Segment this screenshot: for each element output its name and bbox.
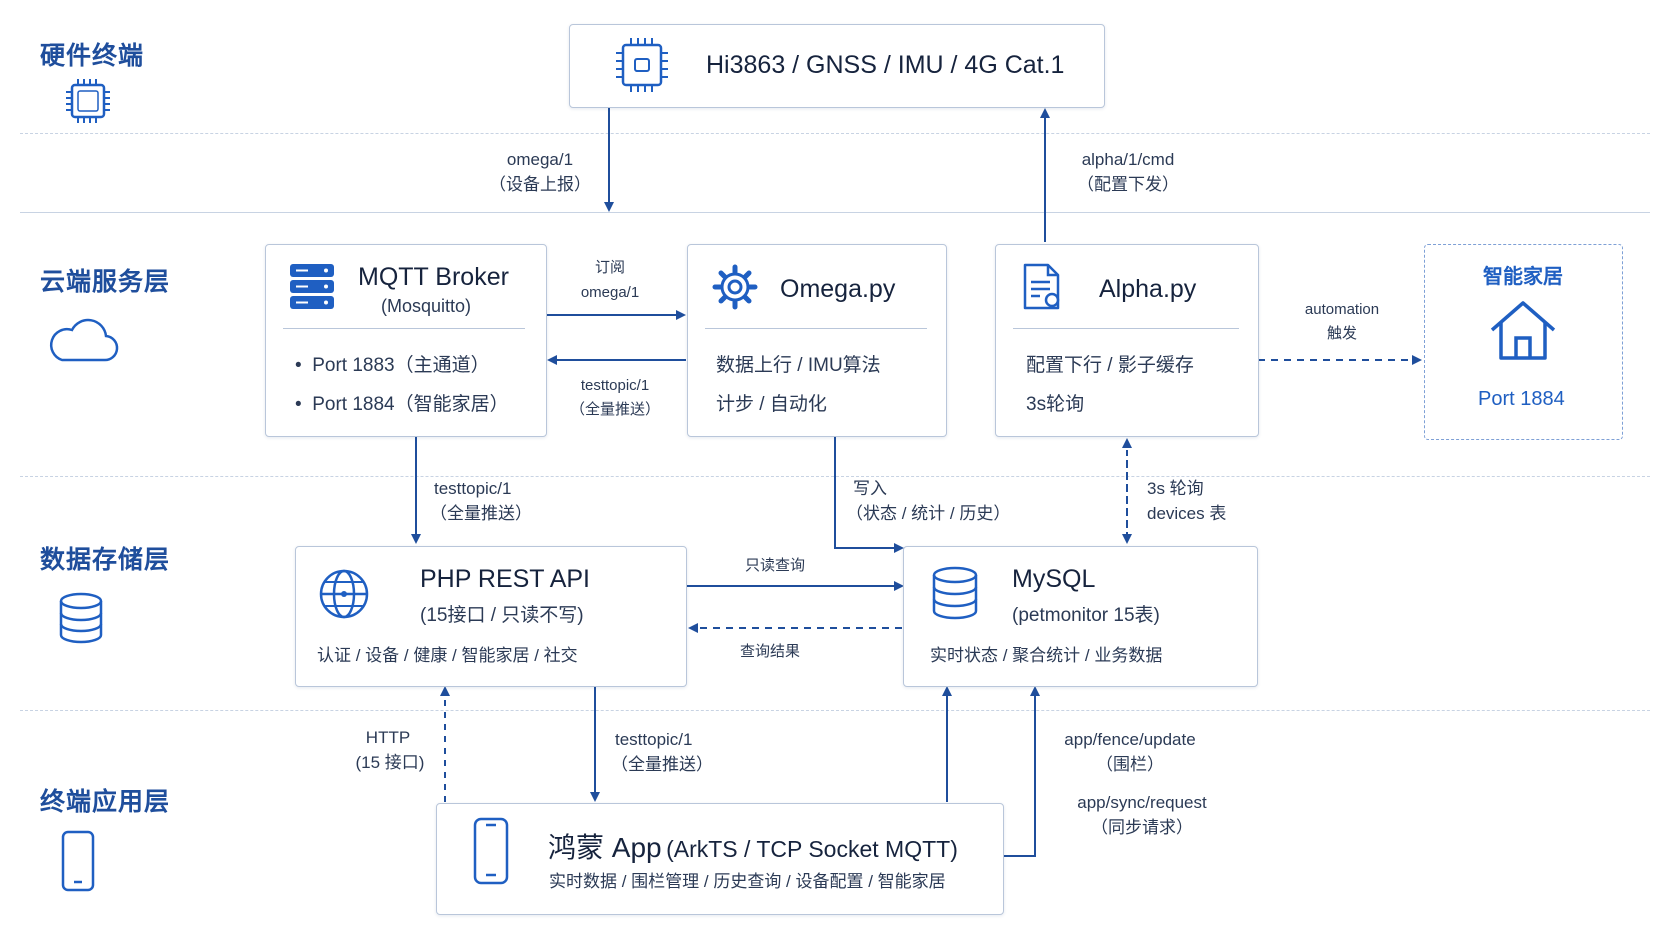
edge-label-broker-php-desc: （全量推送） [430,504,532,523]
omega-line-2: 计步 / 自动化 [716,394,827,415]
edge-label-fence: app/fence/update [1064,730,1196,749]
gear-icon [712,264,758,310]
php-api-box [295,546,687,687]
edge-label-http: HTTP [365,728,411,747]
edge-label-alpha-topic: alpha/1/cmd [1081,150,1175,169]
layer-title-storage: 数据存储层 [40,546,171,574]
smart-home-title: 智能家居 [1483,266,1563,288]
phone-icon [473,817,509,885]
house-icon [1490,301,1556,360]
edge-label-poll: 3s 轮询 [1147,479,1204,498]
phone-icon [61,830,95,892]
edge-label-sync-desc: （同步请求） [1091,818,1193,837]
mysql-title: MySQL [1012,565,1096,593]
mysql-features: 实时状态 / 聚合统计 / 业务数据 [930,646,1163,665]
document-gear-icon [1023,263,1060,310]
edge-label-broker-php-topic: testtopic/1 [434,479,512,498]
alpha-box [995,244,1259,437]
alpha-line-2: 3s轮询 [1026,394,1085,415]
separator-storage-bottom [20,710,1650,711]
separator-hardware [20,133,1650,134]
harmony-app-box [436,803,1004,915]
edge-label-automation: automation [1304,301,1380,318]
mqtt-port-1884-label: Port 1884（智能家居） [312,394,509,415]
smart-home-port: Port 1884 [1478,388,1565,410]
edge-label-php-app-desc: （全量推送） [611,755,713,774]
database-icon [59,592,103,644]
edge-label-php-app-topic: testtopic/1 [615,730,693,749]
app-features: 实时数据 / 围栏管理 / 历史查询 / 设备配置 / 智能家居 [549,872,946,891]
php-features: 认证 / 设备 / 健康 / 智能家居 / 社交 [317,646,578,665]
app-title-cn: 鸿蒙 App [548,832,662,863]
globe-icon [319,569,369,619]
edge-label-subscribe: 订阅 [594,259,625,276]
edge-label-http-desc: (15 接口) [355,753,425,772]
separator-cloud-top [20,212,1650,213]
omega-line-1: 数据上行 / IMU算法 [716,355,881,376]
cloud-icon [49,318,119,362]
mqtt-port-1883: • Port 1883（主通道） [295,355,490,376]
edge-label-poll-table: devices 表 [1147,504,1227,523]
mysql-subtitle: (petmonitor 15表) [1012,605,1160,626]
mqtt-port-1883-label: Port 1883（主通道） [312,355,490,376]
hardware-box [569,24,1105,108]
edge-label-omega-desc: （设备上报） [489,175,591,194]
mqtt-port-1884: • Port 1884（智能家居） [295,394,509,415]
edge-label-testtopic-desc: （全量推送） [569,401,660,418]
mqtt-title: MQTT Broker [358,263,509,291]
layer-title-cloud: 云端服务层 [40,268,171,296]
chip-icon [616,38,668,92]
mqtt-subtitle: (Mosquitto) [381,296,472,316]
edge-label-sync: app/sync/request [1077,793,1207,812]
smart-home-box [1424,244,1623,440]
hardware-title: Hi3863 / GNSS / IMU / 4G Cat.1 [706,51,1065,79]
edge-label-testtopic: testtopic/1 [580,377,650,394]
edge-label-omega-topic: omega/1 [506,150,574,169]
server-icon [290,264,334,309]
edge-label-readonly-query: 只读查询 [744,557,805,574]
edge-label-fence-desc: （围栏） [1096,755,1164,774]
omega-divider [705,328,927,329]
app-title-en: (ArkTS / TCP Socket MQTT) [666,836,958,862]
app-title: 鸿蒙 App (ArkTS / TCP Socket MQTT) [548,826,958,866]
alpha-divider [1013,328,1239,329]
omega-title: Omega.py [780,275,896,303]
database-icon [932,566,978,620]
layer-title-app: 终端应用层 [40,788,171,816]
php-title: PHP REST API [420,565,590,593]
edge-label-query-result: 查询结果 [739,643,800,660]
edge-label-write: 写入 [853,479,887,498]
layer-title-hardware: 硬件终端 [40,42,145,70]
alpha-title: Alpha.py [1099,275,1197,303]
php-subtitle: (15接口 / 只读不写) [420,605,584,626]
alpha-line-1: 配置下行 / 影子缓存 [1026,355,1194,376]
separator-cloud-bottom [20,476,1650,477]
edge-label-write-desc: （状态 / 统计 / 历史） [846,504,1011,523]
mqtt-divider [283,328,525,329]
edge-label-subscribe-topic: omega/1 [580,284,640,301]
edge-label-alpha-desc: （配置下发） [1077,175,1179,194]
edge-label-automation-trigger: 触发 [1326,325,1357,342]
chip-icon [66,79,110,123]
